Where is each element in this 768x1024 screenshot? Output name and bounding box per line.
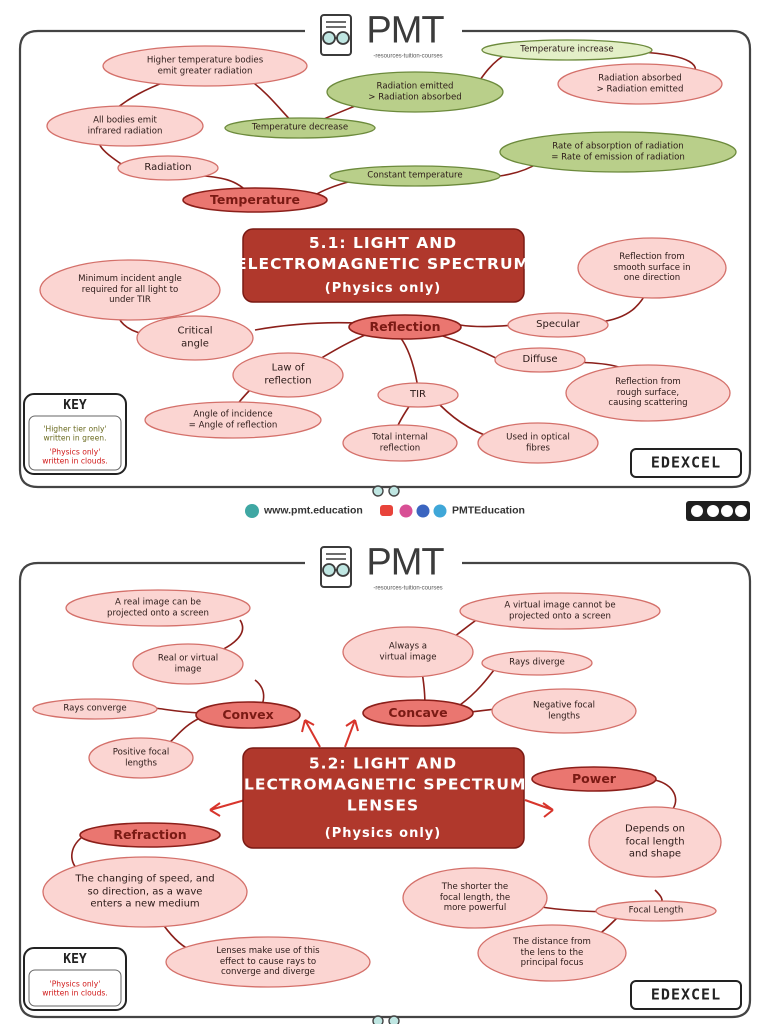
node-law-of-reflection: Law of reflection xyxy=(264,362,312,387)
page1-green-nodes xyxy=(224,39,737,187)
node-total-internal: Total internal reflection xyxy=(372,432,428,453)
node-optical-fibres: Used in optical fibres xyxy=(506,432,570,453)
node-power: Power xyxy=(572,771,616,787)
page2-clouds xyxy=(32,589,722,988)
node-convex: Convex xyxy=(222,707,274,723)
node-temp-decrease: Temperature decrease xyxy=(251,122,349,133)
node-reflection: Reflection xyxy=(369,319,441,335)
node-temp-increase: Temperature increase xyxy=(520,44,614,55)
footer-icons xyxy=(245,504,447,518)
page2-title: 5.2: LIGHT AND ELECTROMAGNETIC SPECTRUM:… xyxy=(232,754,534,815)
node-all-bodies: All bodies emit infrared radiation xyxy=(87,115,163,136)
cc-license-icon xyxy=(686,501,750,521)
footer-glasses-icon xyxy=(372,485,400,497)
node-negative-focal: Negative focal lengths xyxy=(533,700,595,721)
page1-subtitle: (Physics only) xyxy=(324,281,442,297)
node-smooth-surface: Reflection from smooth surface in one di… xyxy=(613,251,691,284)
node-shorter-focal: The shorter the focal length, the more p… xyxy=(439,881,511,914)
node-higher-temp: Higher temperature bodies emit greater r… xyxy=(146,55,264,76)
node-specular: Specular xyxy=(536,318,580,330)
node-depends-on: Depends on focal length and shape xyxy=(625,823,685,860)
node-radiation: Radiation xyxy=(144,161,192,173)
page1-key-heading: KEY xyxy=(63,397,87,413)
page1-frame xyxy=(18,29,752,489)
page2-hubs xyxy=(79,699,657,848)
page1-title: 5.1: LIGHT AND ELECTROMAGNETIC SPECTRUM xyxy=(236,234,530,273)
node-tir: TIR xyxy=(409,388,427,400)
pmt-logo-icon xyxy=(320,14,352,56)
footer-website-link[interactable]: www.pmt.education xyxy=(264,504,363,517)
node-min-angle: Minimum incident angle required for all … xyxy=(78,273,182,306)
pmt-logo-text-2: PMT xyxy=(366,541,444,584)
node-distance-lens: The distance from the lens to the princi… xyxy=(513,936,591,969)
node-rate-equal: Rate of absorption of radiation = Rate o… xyxy=(551,141,685,162)
footer-social-handle[interactable]: PMTEducation xyxy=(452,504,525,517)
page2-exam-board: EDEXCEL xyxy=(650,985,722,1004)
page2-arrows xyxy=(209,719,554,818)
node-positive-focal: Positive focal lengths xyxy=(112,747,170,768)
node-constant-temp: Constant temperature xyxy=(367,170,463,181)
node-rough-surface: Reflection from rough surface, causing s… xyxy=(608,376,688,409)
node-rad-emitted-gt: Radiation emitted > Radiation absorbed xyxy=(368,81,462,102)
node-rad-absorbed-gt: Radiation absorbed > Radiation emitted xyxy=(596,73,684,94)
node-lenses-use: Lenses make use of this effect to cause … xyxy=(216,945,320,978)
page1-title-box xyxy=(242,228,525,303)
footer-glasses-icon-2 xyxy=(372,1015,400,1024)
node-rays-diverge: Rays diverge xyxy=(509,657,565,668)
node-real-projected: A real image can be projected onto a scr… xyxy=(107,597,209,618)
pmt-logo-icon-2 xyxy=(320,546,352,588)
page1-key-box xyxy=(23,393,127,475)
node-critical-angle: Critical angle xyxy=(177,325,213,350)
page1-key-red-note: 'Physics only' written in clouds. xyxy=(42,447,108,466)
node-virtual-not-projected: A virtual image cannot be projected onto… xyxy=(504,600,616,621)
page1-hubs xyxy=(182,187,462,340)
pmt-tagline-2: -resources-tuition-courses xyxy=(373,585,443,592)
pmt-logo-text: PMT xyxy=(366,9,444,52)
page1-clouds xyxy=(39,45,731,464)
page1-edexcel-badge xyxy=(630,448,742,478)
node-concave: Concave xyxy=(388,705,448,721)
page1-exam-board: EDEXCEL xyxy=(650,453,722,472)
node-real-or-virtual: Real or virtual image xyxy=(157,653,219,674)
node-always-virtual: Always a virtual image xyxy=(379,641,437,662)
node-temperature: Temperature xyxy=(210,192,300,208)
node-changing-speed: The changing of speed, and so direction,… xyxy=(75,873,215,910)
page2-key-box xyxy=(23,947,127,1011)
page2-subtitle: (Physics only) xyxy=(324,826,442,842)
page2-key-heading: KEY xyxy=(63,951,87,967)
node-refraction: Refraction xyxy=(113,827,187,843)
node-focal-length: Focal Length xyxy=(628,905,684,916)
page2-key-red-note: 'Physics only' written in clouds. xyxy=(42,979,108,998)
page1-key-green-note: 'Higher tier only' written in green. xyxy=(43,424,107,443)
page2-title-box xyxy=(242,747,525,849)
page2-frame xyxy=(18,561,752,1019)
page2-edexcel-badge xyxy=(630,980,742,1010)
node-angle-incidence: Angle of incidence = Angle of reflection xyxy=(188,409,278,430)
pmt-tagline: -resources-tuition-courses xyxy=(373,53,443,60)
node-rays-converge: Rays converge xyxy=(63,703,127,714)
node-diffuse: Diffuse xyxy=(522,353,558,365)
